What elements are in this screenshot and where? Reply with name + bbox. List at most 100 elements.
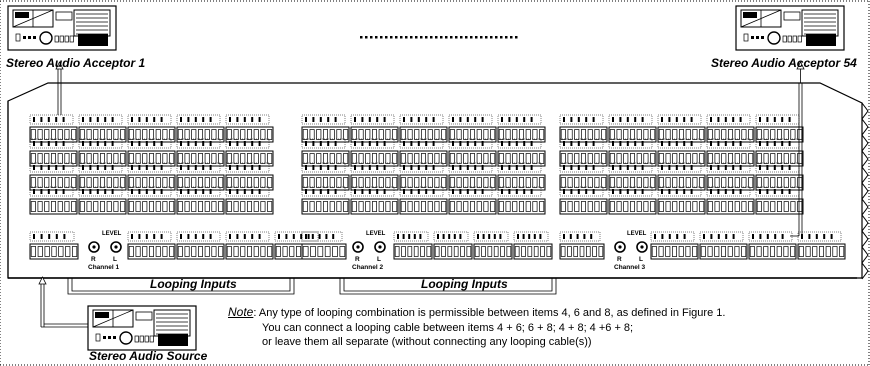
- terminal-slot: [148, 129, 155, 140]
- terminal-slot: [567, 201, 573, 212]
- terminal-slot: [142, 177, 148, 188]
- terminal-slot: [351, 177, 357, 188]
- terminal-slot: [493, 246, 499, 257]
- terminal-slot: [309, 153, 315, 164]
- terminal-slot: [142, 129, 148, 140]
- terminal-slot: [427, 153, 433, 164]
- terminal-slot: [197, 153, 204, 164]
- terminal-slot: [533, 246, 539, 257]
- terminal-slot: [573, 246, 579, 257]
- terminal-slot: [818, 246, 825, 257]
- dot: [510, 36, 513, 39]
- terminal-slot: [699, 177, 705, 188]
- dot: [400, 36, 403, 39]
- terminal-slot: [539, 153, 545, 164]
- terminal-slot: [155, 129, 161, 140]
- terminal-slot: [322, 153, 329, 164]
- terminal-slot: [797, 153, 803, 164]
- terminal-slot: [532, 201, 538, 212]
- terminal-slot: [226, 201, 232, 212]
- terminal-slot: [57, 201, 63, 212]
- terminal-slot: [456, 201, 462, 212]
- terminal-slot: [567, 246, 572, 257]
- terminal-slot: [763, 246, 769, 257]
- terminal-slot: [226, 246, 232, 257]
- terminal-slot: [44, 201, 50, 212]
- terminal-slot: [177, 246, 183, 257]
- terminal-slot: [734, 246, 740, 257]
- terminal-slot: [358, 177, 364, 188]
- dot: [360, 36, 363, 39]
- terminal-slot: [727, 177, 734, 188]
- terminal-slot: [594, 177, 600, 188]
- terminal-slot: [57, 129, 63, 140]
- terminal-slot: [505, 129, 511, 140]
- dot: [405, 36, 408, 39]
- terminal-slot: [184, 246, 190, 257]
- terminal-slot: [135, 129, 141, 140]
- terminal-slot: [797, 201, 803, 212]
- terminal-slot: [44, 129, 50, 140]
- terminal-slot: [329, 177, 335, 188]
- terminal-slot: [385, 153, 391, 164]
- channel-3-r: R: [617, 256, 622, 263]
- terminal-slot: [197, 177, 204, 188]
- terminal-slot: [609, 201, 615, 212]
- terminal-slot: [505, 153, 511, 164]
- terminal-slot: [93, 201, 99, 212]
- terminal-slot: [246, 177, 253, 188]
- terminal-slot: [512, 201, 518, 212]
- terminal-slot: [567, 129, 573, 140]
- terminal-slot: [155, 153, 161, 164]
- terminal-slot: [267, 129, 273, 140]
- terminal-slot: [500, 246, 505, 257]
- terminal-slot: [685, 246, 691, 257]
- terminal-slot: [50, 177, 57, 188]
- terminal-slot: [434, 177, 440, 188]
- terminal-slot: [525, 201, 531, 212]
- terminal-slot: [525, 177, 531, 188]
- terminal-slot: [434, 129, 440, 140]
- dot: [365, 36, 368, 39]
- terminal-slot: [240, 246, 246, 257]
- terminal-slot: [184, 153, 190, 164]
- terminal-slot: [169, 246, 175, 257]
- terminal-slot: [692, 153, 698, 164]
- terminal-slot: [191, 201, 197, 212]
- terminal-slot: [309, 129, 315, 140]
- terminal-slot: [798, 246, 804, 257]
- terminal-slot: [371, 201, 378, 212]
- terminal-slot: [317, 246, 324, 257]
- terminal-slot: [672, 153, 678, 164]
- terminal-slot: [44, 177, 50, 188]
- terminal-slot: [825, 246, 831, 257]
- dot: [465, 36, 468, 39]
- terminal-slot: [135, 201, 141, 212]
- terminal-slot: [546, 246, 552, 257]
- terminal-slot: [211, 201, 217, 212]
- dot: [515, 36, 518, 39]
- terminal-slot: [587, 153, 593, 164]
- terminal-slot: [162, 177, 168, 188]
- terminal-slot: [260, 153, 266, 164]
- terminal-slot: [392, 129, 398, 140]
- terminal-slot: [246, 129, 253, 140]
- terminal-slot: [463, 129, 469, 140]
- terminal-slot: [490, 153, 496, 164]
- terminal-slot: [463, 153, 469, 164]
- terminal-slot: [128, 246, 134, 257]
- terminal-slot: [58, 246, 64, 257]
- terminal-slot: [329, 129, 335, 140]
- terminal-slot: [253, 177, 259, 188]
- terminal-slot: [498, 153, 504, 164]
- terminal-slot: [309, 201, 315, 212]
- terminal-slot: [783, 129, 789, 140]
- terminal-slot: [623, 201, 629, 212]
- terminal-slot: [469, 201, 476, 212]
- terminal-slot: [64, 201, 70, 212]
- terminal-slot: [651, 246, 657, 257]
- terminal-slot: [741, 129, 747, 140]
- terminal-slot: [378, 129, 384, 140]
- terminal-slot: [197, 201, 204, 212]
- terminal-slot: [204, 246, 210, 257]
